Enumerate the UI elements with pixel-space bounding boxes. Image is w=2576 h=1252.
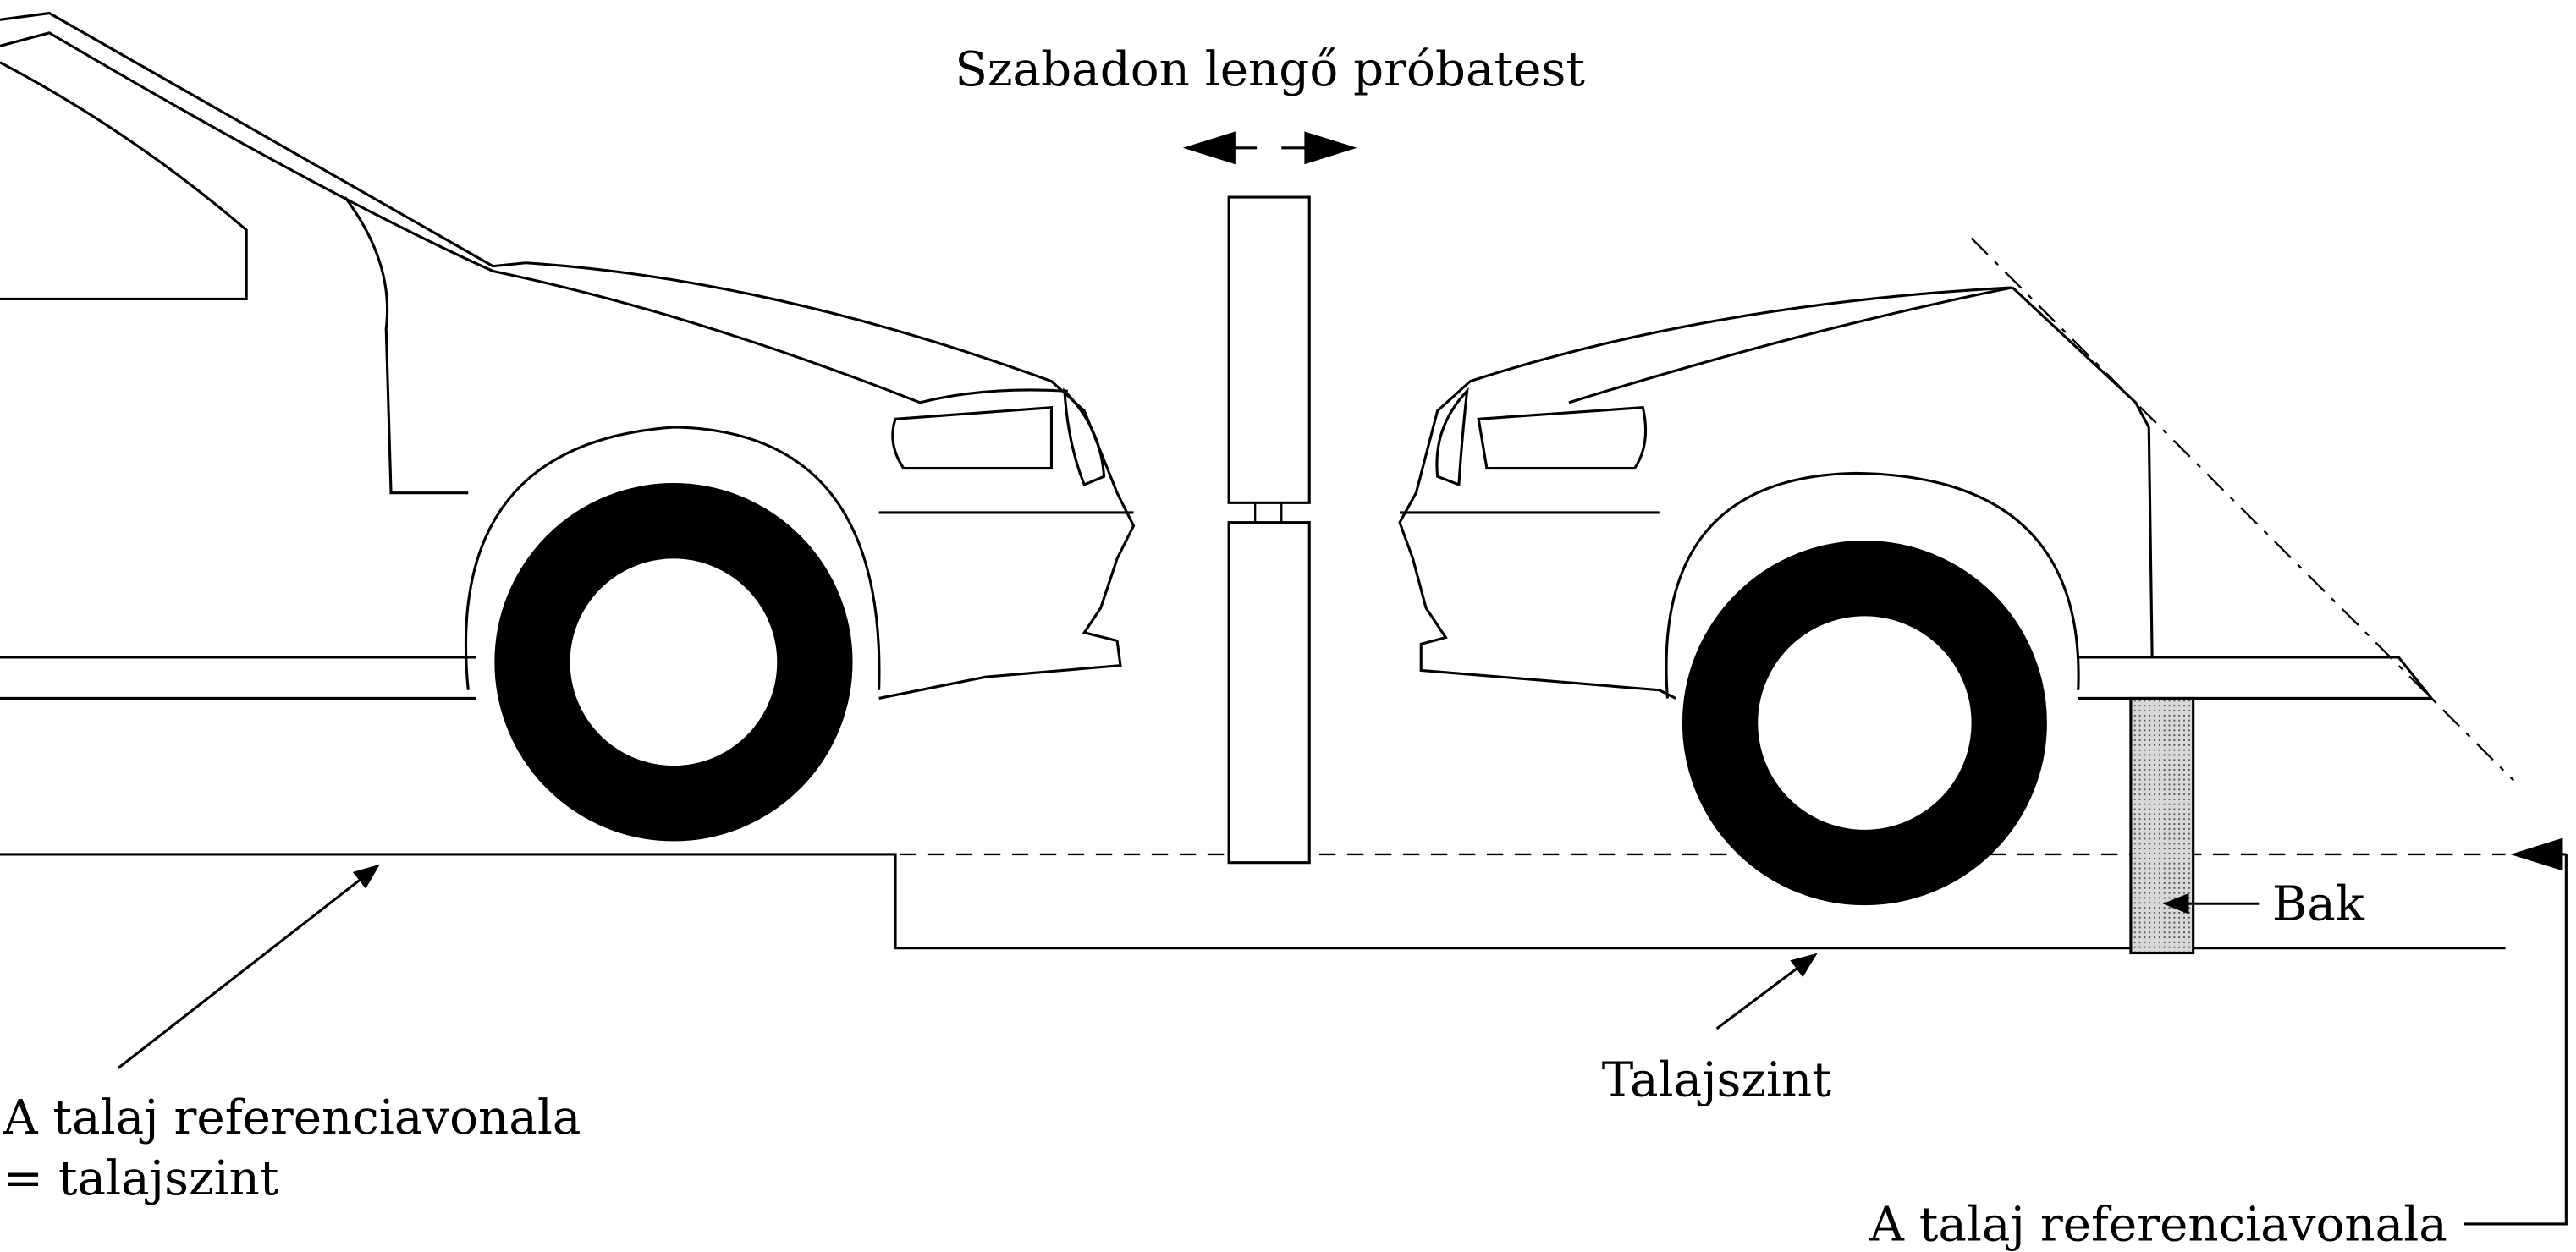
right-reference-bracket — [2463, 853, 2568, 1226]
ground-reference-left-label: A talaj referenciavonala — [3, 1090, 581, 1145]
ground-level-label: Talajszint — [1602, 1052, 1832, 1107]
test-body-label: Szabadon lengő próbatest — [955, 42, 1585, 97]
ground-reference-right-label: A talaj referenciavonala — [1869, 1197, 2447, 1252]
right-reference-arrowhead — [2510, 837, 2563, 871]
right-car — [1398, 286, 2435, 906]
free-swinging-test-body — [1227, 195, 1311, 865]
ground-level-arrow — [1715, 953, 1818, 1030]
right-wheel — [1682, 541, 2047, 906]
ground-reference-left-arrow — [117, 864, 380, 1069]
stand-label: Bak — [2272, 877, 2365, 932]
projection-line — [1970, 237, 2515, 782]
ground-reference-left-label-2: = talajszint — [3, 1151, 279, 1206]
stand — [2129, 696, 2195, 955]
left-car — [0, 11, 1136, 842]
ground-reference-line-left — [0, 853, 2506, 950]
left-wheel — [494, 483, 853, 842]
swing-direction-arrows — [1182, 131, 1357, 165]
